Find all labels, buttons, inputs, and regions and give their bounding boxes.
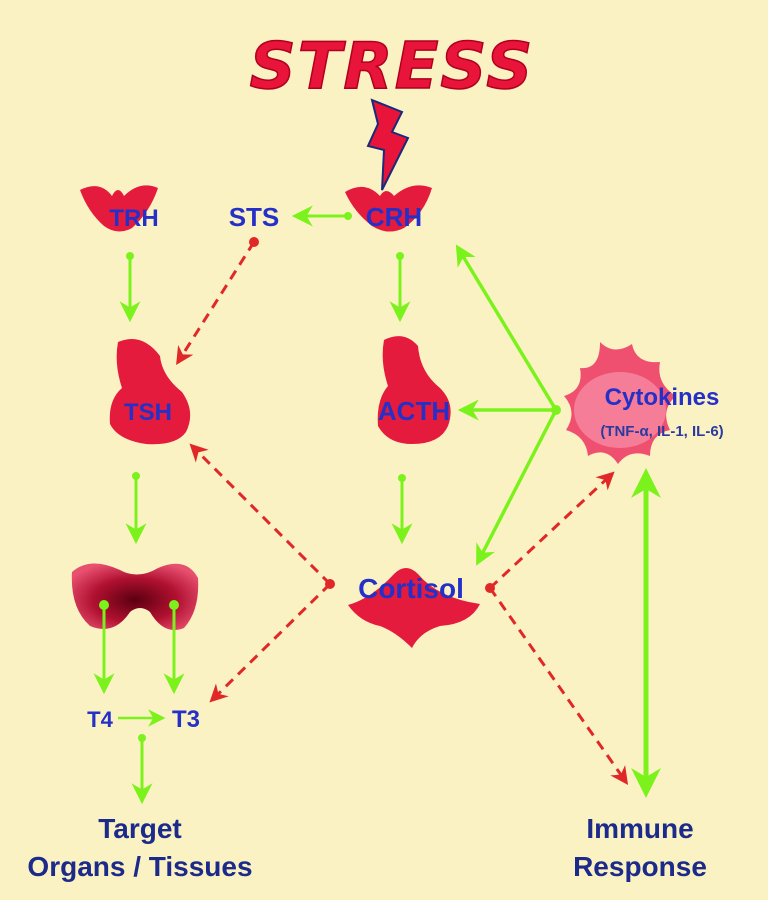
arrow-cortisol-inhibits-cytokines	[488, 471, 615, 590]
acth-label: ACTH	[378, 396, 450, 426]
tsh-label: TSH	[124, 399, 172, 426]
crh-label: CRH	[366, 202, 422, 232]
thyroid-gland-shape	[71, 563, 199, 630]
trh-hypothalamus-shape	[80, 185, 158, 232]
t4-label: T4	[87, 707, 113, 732]
sts-label: STS	[229, 202, 280, 232]
immune-label-line2: Response	[573, 851, 707, 882]
cytokines-label: Cytokines	[605, 384, 720, 411]
lightning-bolt-icon	[366, 98, 410, 191]
arrow-sts-inhibits-tsh	[176, 241, 256, 366]
tsh-pituitary-shape	[109, 339, 191, 445]
arrow-cortisol-inhibits-tsh	[189, 443, 332, 586]
adrenal-gland-shape	[348, 568, 480, 648]
cortisol-label: Cortisol	[358, 573, 464, 604]
cytokines-subtitle: (TNF-α, IL-1, IL-6)	[600, 423, 723, 440]
target-label-line2: Organs / Tissues	[27, 851, 252, 882]
trh-label: TRH	[109, 205, 158, 232]
arrow-cortisol-inhibits-t3	[209, 582, 332, 703]
stress-label: STRESS	[250, 30, 535, 104]
acth-pituitary-shape	[377, 336, 451, 444]
cytokine-cell-nucleus	[574, 372, 666, 448]
crh-hypothalamus-shape	[345, 185, 432, 232]
stimulatory-arrows	[93, 205, 661, 805]
arrow-cortisol-inhibits-immune	[488, 587, 629, 785]
arrow-cytokines-to-crh	[455, 244, 558, 411]
inhibitory-arrows	[176, 241, 629, 785]
t3-label: T3	[172, 706, 200, 733]
stimulatory-arrow-origins	[99, 212, 561, 742]
arrow-cytokines-to-cortisol	[476, 409, 558, 566]
target-label-line1: Target	[98, 813, 182, 844]
immune-label-line1: Immune	[586, 813, 693, 844]
inhibitory-arrow-origins	[249, 237, 495, 593]
